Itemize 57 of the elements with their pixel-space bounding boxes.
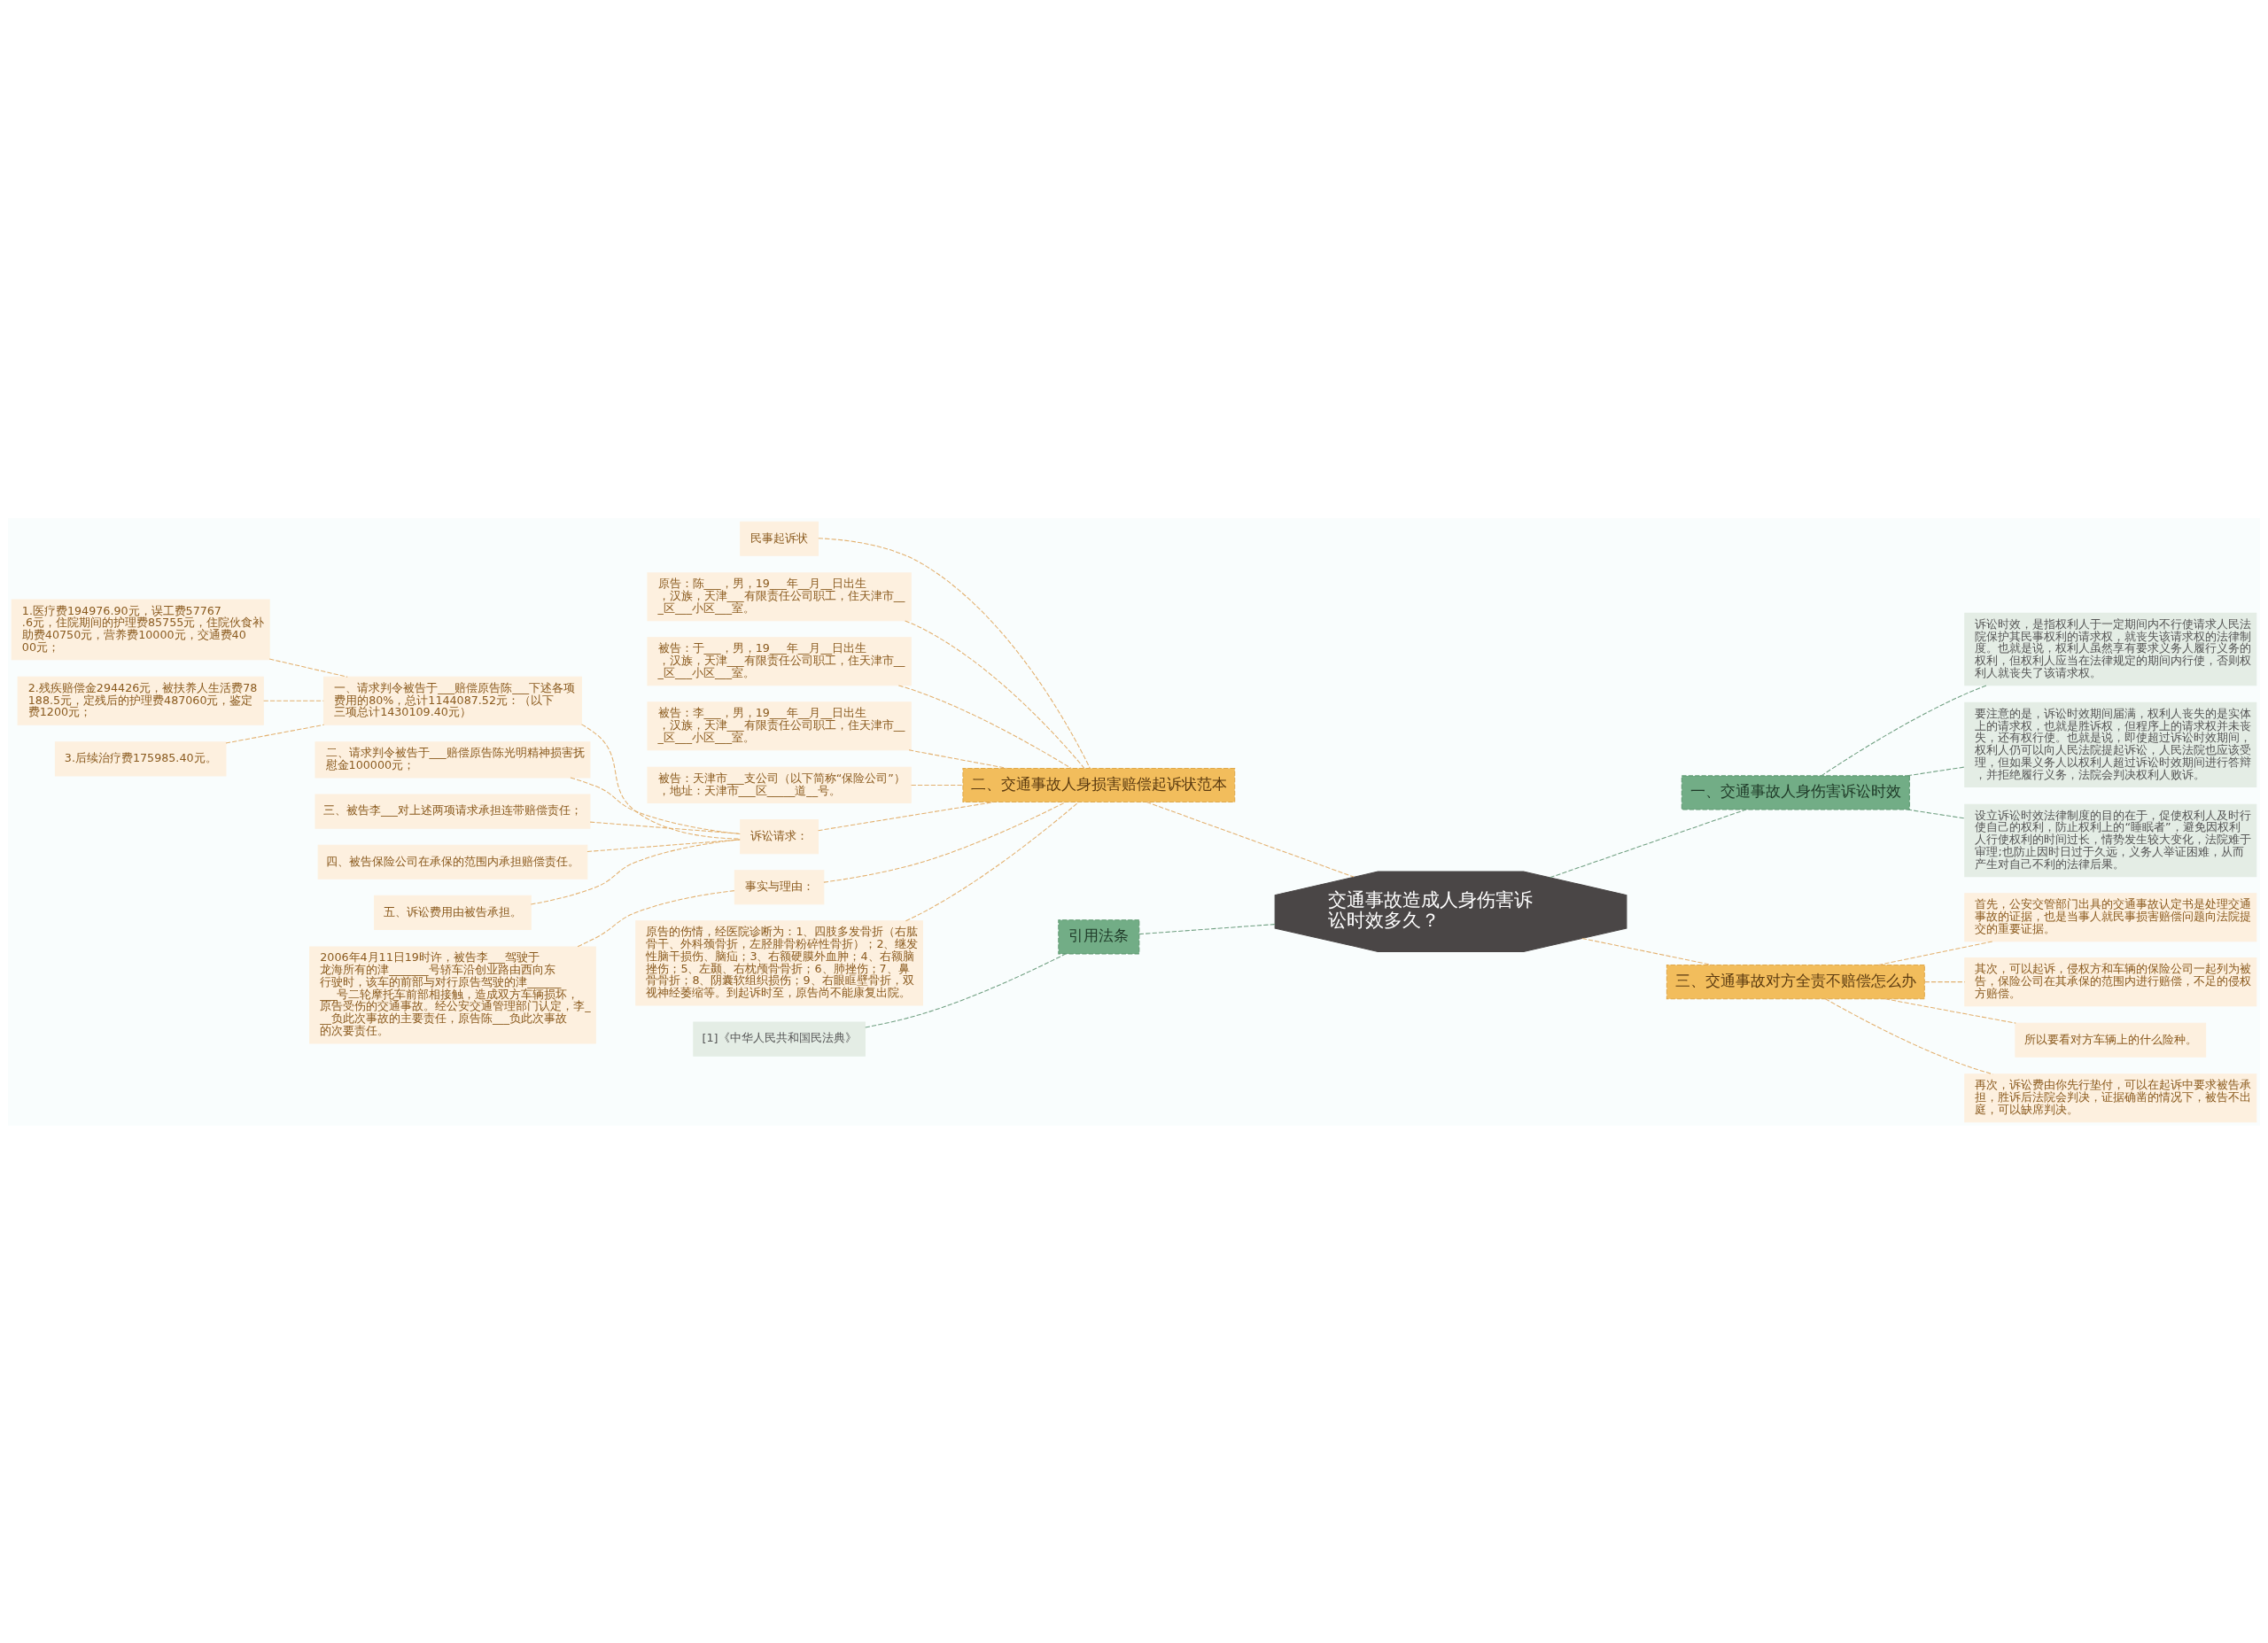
connector <box>1824 997 1993 1074</box>
node-box: 被告：天津市___支公司（以下简称“保险公司”），地址：天津市___区_____道__号。 <box>647 766 912 803</box>
connector <box>818 537 1091 769</box>
node-box: 2006年4月11日19时许，被告李___驾驶于龙海所有的津_______号轿车沿创业路由西向东行驶时，该车的前部与对行原告驾驶的津_________号二轮摩托车前部相接触，造成双方车辆损坏，原告受伤的交通事故。经公安交通管理部门认定，李___负此次事故的主要责任，原告陈___负此次事故的次要责任。 <box>309 945 596 1043</box>
connector <box>823 801 1067 883</box>
connector <box>263 700 324 701</box>
node-box: 1.医疗费194976.90元，误工费57767.6元，住院期间的护理费85755元，住院伙食补助费40750元，营养费10000元，交通费4000元； <box>11 599 270 660</box>
node-box: 要注意的是，诉讼时效期间届满，权利人丧失的是实体上的请求权，也就是胜诉权，但程序上的请求权并未丧失，还有权行使。也就是说，即使超过诉讼时效期间，权利人仍可以向人民法院提起诉讼，人民法院也应该受理，但如果义务人以权利人超过诉讼时效期间进行答辩，并拒绝履行义务，法院会判决权利人败诉。 <box>1964 701 2257 787</box>
connector <box>1550 809 1747 878</box>
node-box: 诉讼请求： <box>740 818 819 854</box>
node-box: 二、交通事故人身损害赔偿起诉状范本 <box>962 767 1236 802</box>
connector <box>905 619 1085 769</box>
connector <box>1821 684 1987 776</box>
node-box: 设立诉讼时效法律制度的目的在于，促使权利人及时行使自己的权利，防止权利上的“睡眠者”，避免因权利人行使权利的时间过长，情势发生较大变化，法院难于审理;也防止因时日过于久远，义务人举证困难，从而产生对自己不利的法律后果。 <box>1964 803 2257 877</box>
node-box: 引用法条 <box>1058 918 1140 954</box>
node-box: 其次，可以起诉，侵权方和车辆的保险公司一起列为被告，保险公司在其承保的范围内进行赔偿，不足的侵权方赔偿。 <box>1964 957 2257 1006</box>
connector <box>1146 801 1355 878</box>
connector <box>1581 937 1713 965</box>
node-box: 一、交通事故人身伤害诉讼时效 <box>1681 774 1910 810</box>
node-box: 被告：于___，男，19___年__月__日出生，汉族，天津___有限责任公司职工，住天津市___区___小区___室。 <box>647 636 912 686</box>
connector <box>589 821 741 834</box>
node-box: 五、诉讼费用由被告承担。 <box>374 895 532 930</box>
connector <box>905 801 1080 921</box>
node-box: 事实与理由： <box>734 869 825 904</box>
connector <box>908 748 1008 769</box>
connector <box>1884 997 2016 1024</box>
connector <box>911 784 964 786</box>
node-box: 再次，诉讼费由你先行垫付，可以在起诉中要求被告承担，胜诉后法院会判决，证据确凿的情况下，被告不出庭，可以缺席判决。 <box>1964 1073 2257 1122</box>
node-box: 所以要看对方车辆上的什么险种。 <box>2015 1022 2207 1058</box>
node-box: 首先，公安交管部门出具的交通事故认定书是处理交通事故的证据，也是当事人就民事损害赔偿问题向法院提交的重要证据。 <box>1964 892 2257 942</box>
node-box: 三、交通事故对方全责不赔偿怎么办 <box>1666 964 1925 999</box>
connector <box>818 801 995 831</box>
connector <box>225 724 325 744</box>
node-box: 诉讼时效，是指权利人于一定期间内不行使请求人民法院保护其民事权利的请求权，就丧失该请求权的法律制度。也就是说，权利人虽然享有要求义务人履行义务的权利，但权利人应当在法律规定的期间内行使，否则权利人就丧失了该请求权。 <box>1964 612 2257 686</box>
node-box: 原告的伤情，经医院诊断为：1、四肢多发骨折（右肱骨干、外科颈骨折，左胫腓骨粉碎性骨折）；2、继发性脑干损伤、脑疝；3、右额硬膜外血肿；4、右额脑挫伤；5、左颞、右枕颅骨骨折；6、肺挫伤；7、鼻骨骨折；8、阴囊软组织损伤；9、右眼眶壁骨折，双视神经萎缩等。到起诉时至，原告尚不能康复出院。 <box>635 919 923 1006</box>
connector <box>1138 923 1276 934</box>
node-box: 原告：陈___，男，19___年__月__日出生，汉族，天津___有限责任公司职工，住天津市___区___小区___室。 <box>647 571 912 621</box>
connector <box>530 838 741 905</box>
connector <box>1907 809 1966 818</box>
connector <box>580 723 742 839</box>
connector <box>570 777 741 834</box>
connector <box>865 953 1067 1027</box>
connector <box>577 889 735 947</box>
node-box: 2.残疾赔偿金294426元，被扶养人生活费78188.5元，定残后的护理费487060元，鉴定费1200元； <box>17 676 264 725</box>
node-box: 3.后续治疗费175985.40元。 <box>54 740 227 776</box>
connector <box>1877 940 1995 965</box>
node-box: 三、被告李___对上述两项请求承担连带赔偿责任； <box>315 794 591 829</box>
node-box: 二、请求判令被告于___赔偿原告陈光明精神损害抚慰金100000元； <box>315 740 591 779</box>
node-box: 一、请求判令被告于___赔偿原告陈___下述各项费用的80%，总计1144087.52元：（以下三项总计1430109.40元） <box>322 676 582 725</box>
node-box: 四、被告保险公司在承保的范围内承担赔偿责任。 <box>317 844 588 880</box>
node-box: [1]《中华人民共和国民法典》 <box>693 1021 866 1057</box>
connector <box>1924 980 1966 982</box>
connector <box>897 684 1072 769</box>
node-box: 民事起诉状 <box>740 521 819 556</box>
node-box: 被告：李___，男，19___年__月__日出生，汉族，天津___有限责任公司职工，住天津市___区___小区___室。 <box>647 701 912 750</box>
connector <box>268 658 348 678</box>
connector <box>1907 765 1966 776</box>
